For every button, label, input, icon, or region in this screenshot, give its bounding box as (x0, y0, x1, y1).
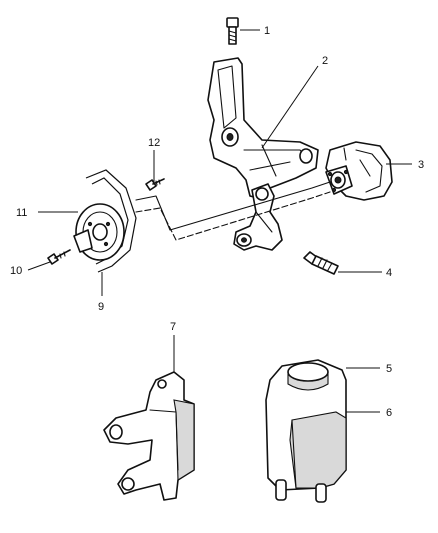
callout-1: 1 (264, 25, 270, 37)
callout-7: 7 (170, 321, 176, 333)
belt-route-lines (135, 181, 331, 241)
mounting-bracket-part-2 (207, 57, 319, 199)
callout-4: 4 (386, 267, 392, 279)
callout-6: 6 (386, 407, 392, 419)
callout-5: 5 (386, 363, 392, 375)
reservoir-bracket-part-7 (103, 371, 195, 501)
bolt-part-12 (145, 178, 165, 191)
leader-lines (27, 29, 392, 413)
callout-9: 9 (98, 301, 104, 313)
bolt-part-10 (47, 249, 71, 265)
callout-10: 10 (10, 265, 22, 277)
pulley-part-11 (73, 203, 125, 261)
callout-2: 2 (322, 55, 328, 67)
callout-12: 12 (148, 137, 160, 149)
power-steering-pump-part-3 (325, 141, 393, 201)
callout-3: 3 (418, 159, 424, 171)
lower-bracket (233, 183, 283, 251)
callout-11: 11 (16, 207, 27, 219)
reservoir-part-6 (265, 359, 347, 503)
bolt-part-1 (226, 17, 239, 45)
bolt-part-4 (303, 251, 339, 275)
reservoir-cap-part-5 (287, 362, 329, 391)
